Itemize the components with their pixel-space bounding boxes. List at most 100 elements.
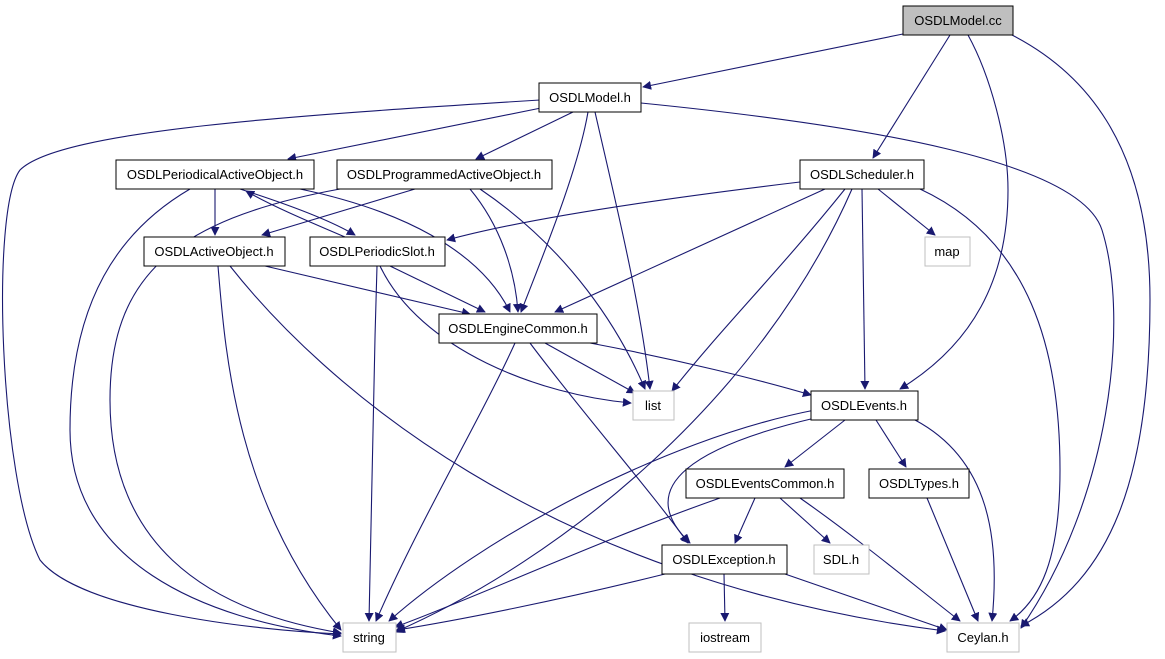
edge-model_cc-to-scheduler bbox=[872, 34, 951, 159]
edge-arrow bbox=[529, 342, 689, 544]
node-list[interactable]: list bbox=[632, 390, 675, 421]
edge-activeobj-to-ceylan bbox=[229, 265, 946, 635]
edge-arrow bbox=[264, 265, 471, 317]
edge-model_h-to-programmed bbox=[475, 111, 574, 160]
node-osdlperiodicalactiveobject-h[interactable]: OSDLPeriodicalActiveObject.h bbox=[115, 159, 315, 190]
edge-enginecommon-to-string bbox=[375, 342, 516, 622]
edge-scheduler-to-periodicslot bbox=[446, 181, 801, 243]
edge-periodicslot-to-enginecommon bbox=[389, 265, 486, 313]
edge-eventscommon-to-exception bbox=[734, 497, 756, 544]
node-label: OSDLPeriodicalActiveObject.h bbox=[127, 167, 303, 182]
node-label: SDL.h bbox=[823, 552, 859, 567]
edge-eventscommon-to-string bbox=[394, 497, 721, 629]
edge-model_cc-to-ceylan bbox=[1011, 34, 1151, 627]
edge-arrow bbox=[784, 419, 846, 468]
edge-exception-to-string bbox=[396, 573, 666, 634]
node-ceylan-h[interactable]: Ceylan.h bbox=[946, 622, 1020, 653]
node-osdleventscommon-h[interactable]: OSDLEventsCommon.h bbox=[685, 468, 845, 499]
edge-enginecommon-to-events bbox=[589, 342, 812, 398]
edge-periodicslot-to-list bbox=[379, 265, 632, 407]
edge-arrow bbox=[475, 111, 574, 160]
edge-periodical-to-string bbox=[69, 188, 342, 640]
node-osdltypes-h[interactable]: OSDLTypes.h bbox=[868, 468, 970, 499]
edge-model_h-to-string bbox=[2, 99, 541, 639]
node-label: OSDLModel.cc bbox=[914, 13, 1002, 28]
edge-programmed-to-enginecommon bbox=[469, 188, 522, 313]
edge-periodicslot-to-string bbox=[364, 265, 378, 622]
edge-arrow bbox=[109, 188, 342, 637]
edge-scheduler-to-enginecommon bbox=[554, 188, 826, 313]
node-label: map bbox=[934, 244, 959, 259]
node-map[interactable]: map bbox=[924, 236, 971, 267]
edge-arrow bbox=[877, 188, 936, 236]
edge-scheduler-to-map bbox=[877, 188, 936, 236]
edge-events-to-ceylan bbox=[914, 419, 998, 622]
edge-arrow bbox=[299, 188, 511, 313]
node-osdlevents-h[interactable]: OSDLEvents.h bbox=[810, 390, 919, 421]
node-label: OSDLProgrammedActiveObject.h bbox=[347, 167, 541, 182]
edge-arrow bbox=[779, 497, 831, 544]
edge-arrow bbox=[914, 419, 998, 622]
node-label: OSDLActiveObject.h bbox=[154, 244, 273, 259]
node-label: list bbox=[645, 398, 661, 413]
node-osdlmodel-h[interactable]: OSDLModel.h bbox=[538, 82, 642, 113]
edge-arrow bbox=[379, 265, 632, 407]
edge-model_h-to-list bbox=[594, 111, 654, 390]
edge-arrow bbox=[364, 265, 378, 622]
node-osdlenginecommon-h[interactable]: OSDLEngineCommon.h bbox=[438, 313, 598, 344]
edge-activeobj-to-enginecommon bbox=[264, 265, 471, 317]
edge-arrow bbox=[217, 265, 342, 631]
edge-events-to-string bbox=[388, 409, 816, 622]
edge-arrow bbox=[671, 188, 846, 392]
edge-arrow bbox=[479, 188, 646, 390]
node-osdlmodel-cc[interactable]: OSDLModel.cc bbox=[902, 5, 1014, 36]
edge-arrow bbox=[239, 188, 356, 236]
edge-types-to-ceylan bbox=[926, 497, 980, 622]
edge-periodicslot-to-periodical bbox=[245, 190, 346, 238]
edge-scheduler-to-ceylan bbox=[919, 188, 1061, 622]
edge-arrow bbox=[261, 188, 416, 237]
edge-arrow bbox=[720, 573, 730, 622]
edge-scheduler-to-string bbox=[394, 188, 853, 633]
edge-arrow bbox=[469, 188, 522, 313]
edge-scheduler-to-events bbox=[860, 188, 870, 390]
edge-activeobj-to-string bbox=[217, 265, 342, 631]
edge-enginecommon-to-list bbox=[544, 342, 636, 394]
edge-periodical-to-enginecommon bbox=[299, 188, 511, 313]
edge-arrow bbox=[872, 34, 951, 159]
edge-arrow bbox=[69, 188, 342, 640]
edge-arrow bbox=[640, 102, 1115, 629]
node-iostream[interactable]: iostream bbox=[688, 622, 762, 653]
edge-arrow bbox=[642, 33, 904, 90]
node-label: OSDLException.h bbox=[672, 552, 775, 567]
node-osdlactiveobject-h[interactable]: OSDLActiveObject.h bbox=[143, 236, 286, 267]
edge-events-to-eventscommon bbox=[784, 419, 846, 468]
edge-arrow bbox=[388, 409, 816, 622]
node-label: string bbox=[353, 630, 385, 645]
edge-arrow bbox=[245, 190, 346, 238]
node-label: OSDLScheduler.h bbox=[810, 167, 914, 182]
edge-model_h-to-periodical bbox=[287, 107, 542, 162]
edge-events-to-types bbox=[875, 419, 907, 468]
node-label: iostream bbox=[700, 630, 750, 645]
edge-arrow bbox=[229, 265, 946, 635]
node-osdlprogrammedactiveobject-h[interactable]: OSDLProgrammedActiveObject.h bbox=[336, 159, 553, 190]
edge-model_cc-to-model_h bbox=[642, 33, 904, 90]
edge-arrow bbox=[446, 181, 801, 243]
edge-arrow bbox=[394, 188, 853, 633]
edge-programmed-to-string bbox=[109, 188, 342, 637]
node-sdl-h[interactable]: SDL.h bbox=[813, 544, 870, 575]
edge-model_h-to-enginecommon bbox=[519, 111, 589, 313]
node-osdlperiodicslot-h[interactable]: OSDLPeriodicSlot.h bbox=[309, 236, 446, 267]
edge-arrow bbox=[799, 497, 961, 622]
node-osdlscheduler-h[interactable]: OSDLScheduler.h bbox=[799, 159, 925, 190]
node-string[interactable]: string bbox=[342, 622, 397, 653]
edge-arrow bbox=[589, 342, 812, 398]
edge-arrow bbox=[875, 419, 907, 468]
node-osdlexception-h[interactable]: OSDLException.h bbox=[661, 544, 788, 575]
edge-arrow bbox=[394, 497, 721, 629]
edge-arrow bbox=[396, 573, 666, 634]
edge-eventscommon-to-sdl bbox=[779, 497, 831, 544]
edge-arrow bbox=[594, 111, 654, 390]
